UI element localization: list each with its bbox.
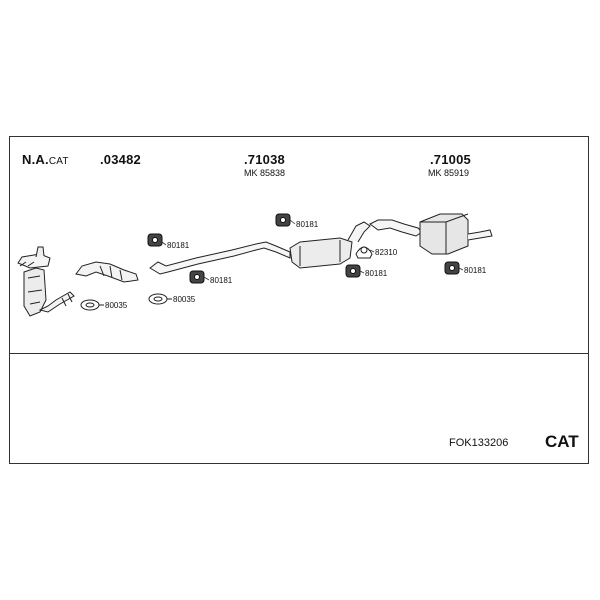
diagram-frame xyxy=(9,136,589,464)
callout-mount-5: 80181 xyxy=(464,266,487,275)
front-pipe xyxy=(75,261,139,283)
callout-gasket-1: 80035 xyxy=(105,301,128,310)
kit-code: FOK133206 xyxy=(449,437,509,449)
rubber-mount-5 xyxy=(444,261,460,275)
gasket-middle xyxy=(148,293,168,305)
callout-gasket-2: 80035 xyxy=(173,295,196,304)
rear-silencer xyxy=(369,213,493,255)
callout-clamp: 82310 xyxy=(375,248,398,257)
category-label: CAT xyxy=(545,432,579,451)
part-number-catalyst: .03482 xyxy=(100,152,141,167)
rubber-mount-4 xyxy=(345,264,361,278)
gasket-front xyxy=(80,299,100,311)
rubber-mount-2 xyxy=(189,270,205,284)
catalytic-converter xyxy=(17,246,75,317)
middle-pipe xyxy=(149,241,291,275)
frame-divider xyxy=(9,353,589,354)
callout-mount-2: 80181 xyxy=(210,276,233,285)
callout-mount-3: 80181 xyxy=(296,220,319,229)
clamp xyxy=(355,246,373,259)
rubber-mount-3 xyxy=(275,213,291,227)
part-number-middle-silencer: .71038 xyxy=(244,152,285,167)
callout-mount-4: 80181 xyxy=(365,269,388,278)
na-label: N.A.CAT xyxy=(22,152,69,167)
callout-mount-1: 80181 xyxy=(167,241,190,250)
rubber-mount-1 xyxy=(147,233,163,247)
middle-silencer xyxy=(289,221,371,269)
mount-kit-middle: MK 85838 xyxy=(244,168,286,178)
mount-kit-rear: MK 85919 xyxy=(428,168,470,178)
part-number-rear-silencer: .71005 xyxy=(430,152,471,167)
